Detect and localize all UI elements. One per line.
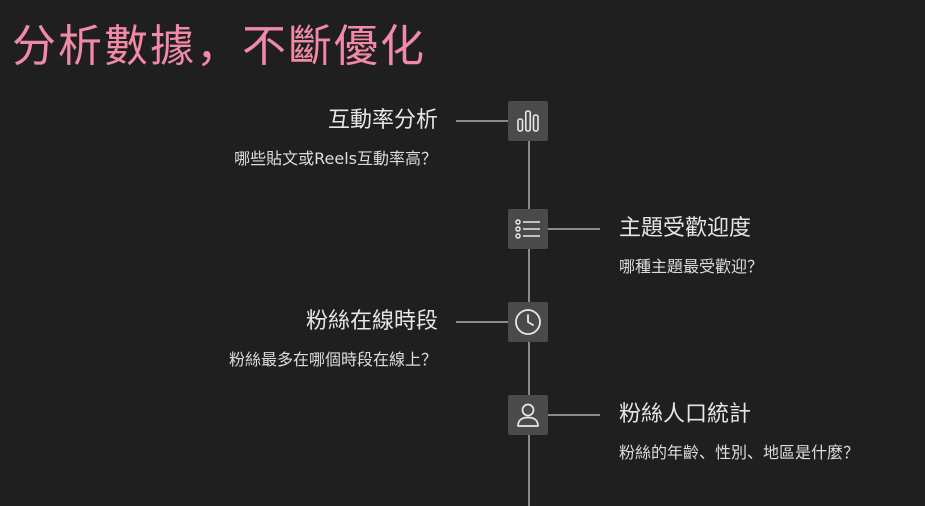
node-demographics [508, 395, 548, 435]
heading-online-hours: 粉絲在線時段 [305, 309, 438, 334]
node-interaction-rate [508, 101, 548, 141]
connector-2 [548, 228, 600, 230]
node-online-hours [508, 302, 548, 342]
connector-3 [456, 321, 508, 323]
question-online-hours: 粉絲最多在哪個時段在線上？ [228, 350, 437, 369]
heading-topic-popularity: 主題受歡迎度 [619, 216, 752, 241]
connector-1 [456, 120, 508, 122]
connector-4 [548, 414, 600, 416]
clock-icon [515, 309, 541, 335]
question-topic-popularity: 哪種主題最受歡迎？ [619, 257, 764, 276]
node-topic-popularity [508, 209, 548, 249]
question-interaction-rate: 哪些貼文或Reels互動率高？ [234, 149, 437, 168]
person-icon [517, 403, 539, 427]
list-icon [515, 219, 540, 239]
bar-chart-icon [517, 110, 539, 132]
heading-demographics: 粉絲人口統計 [619, 402, 752, 427]
heading-interaction-rate: 互動率分析 [327, 108, 438, 133]
page-title: 分析數據，不斷優化 [12, 21, 426, 72]
question-demographics: 粉絲的年齡、性別、地區是什麼？ [619, 443, 860, 462]
